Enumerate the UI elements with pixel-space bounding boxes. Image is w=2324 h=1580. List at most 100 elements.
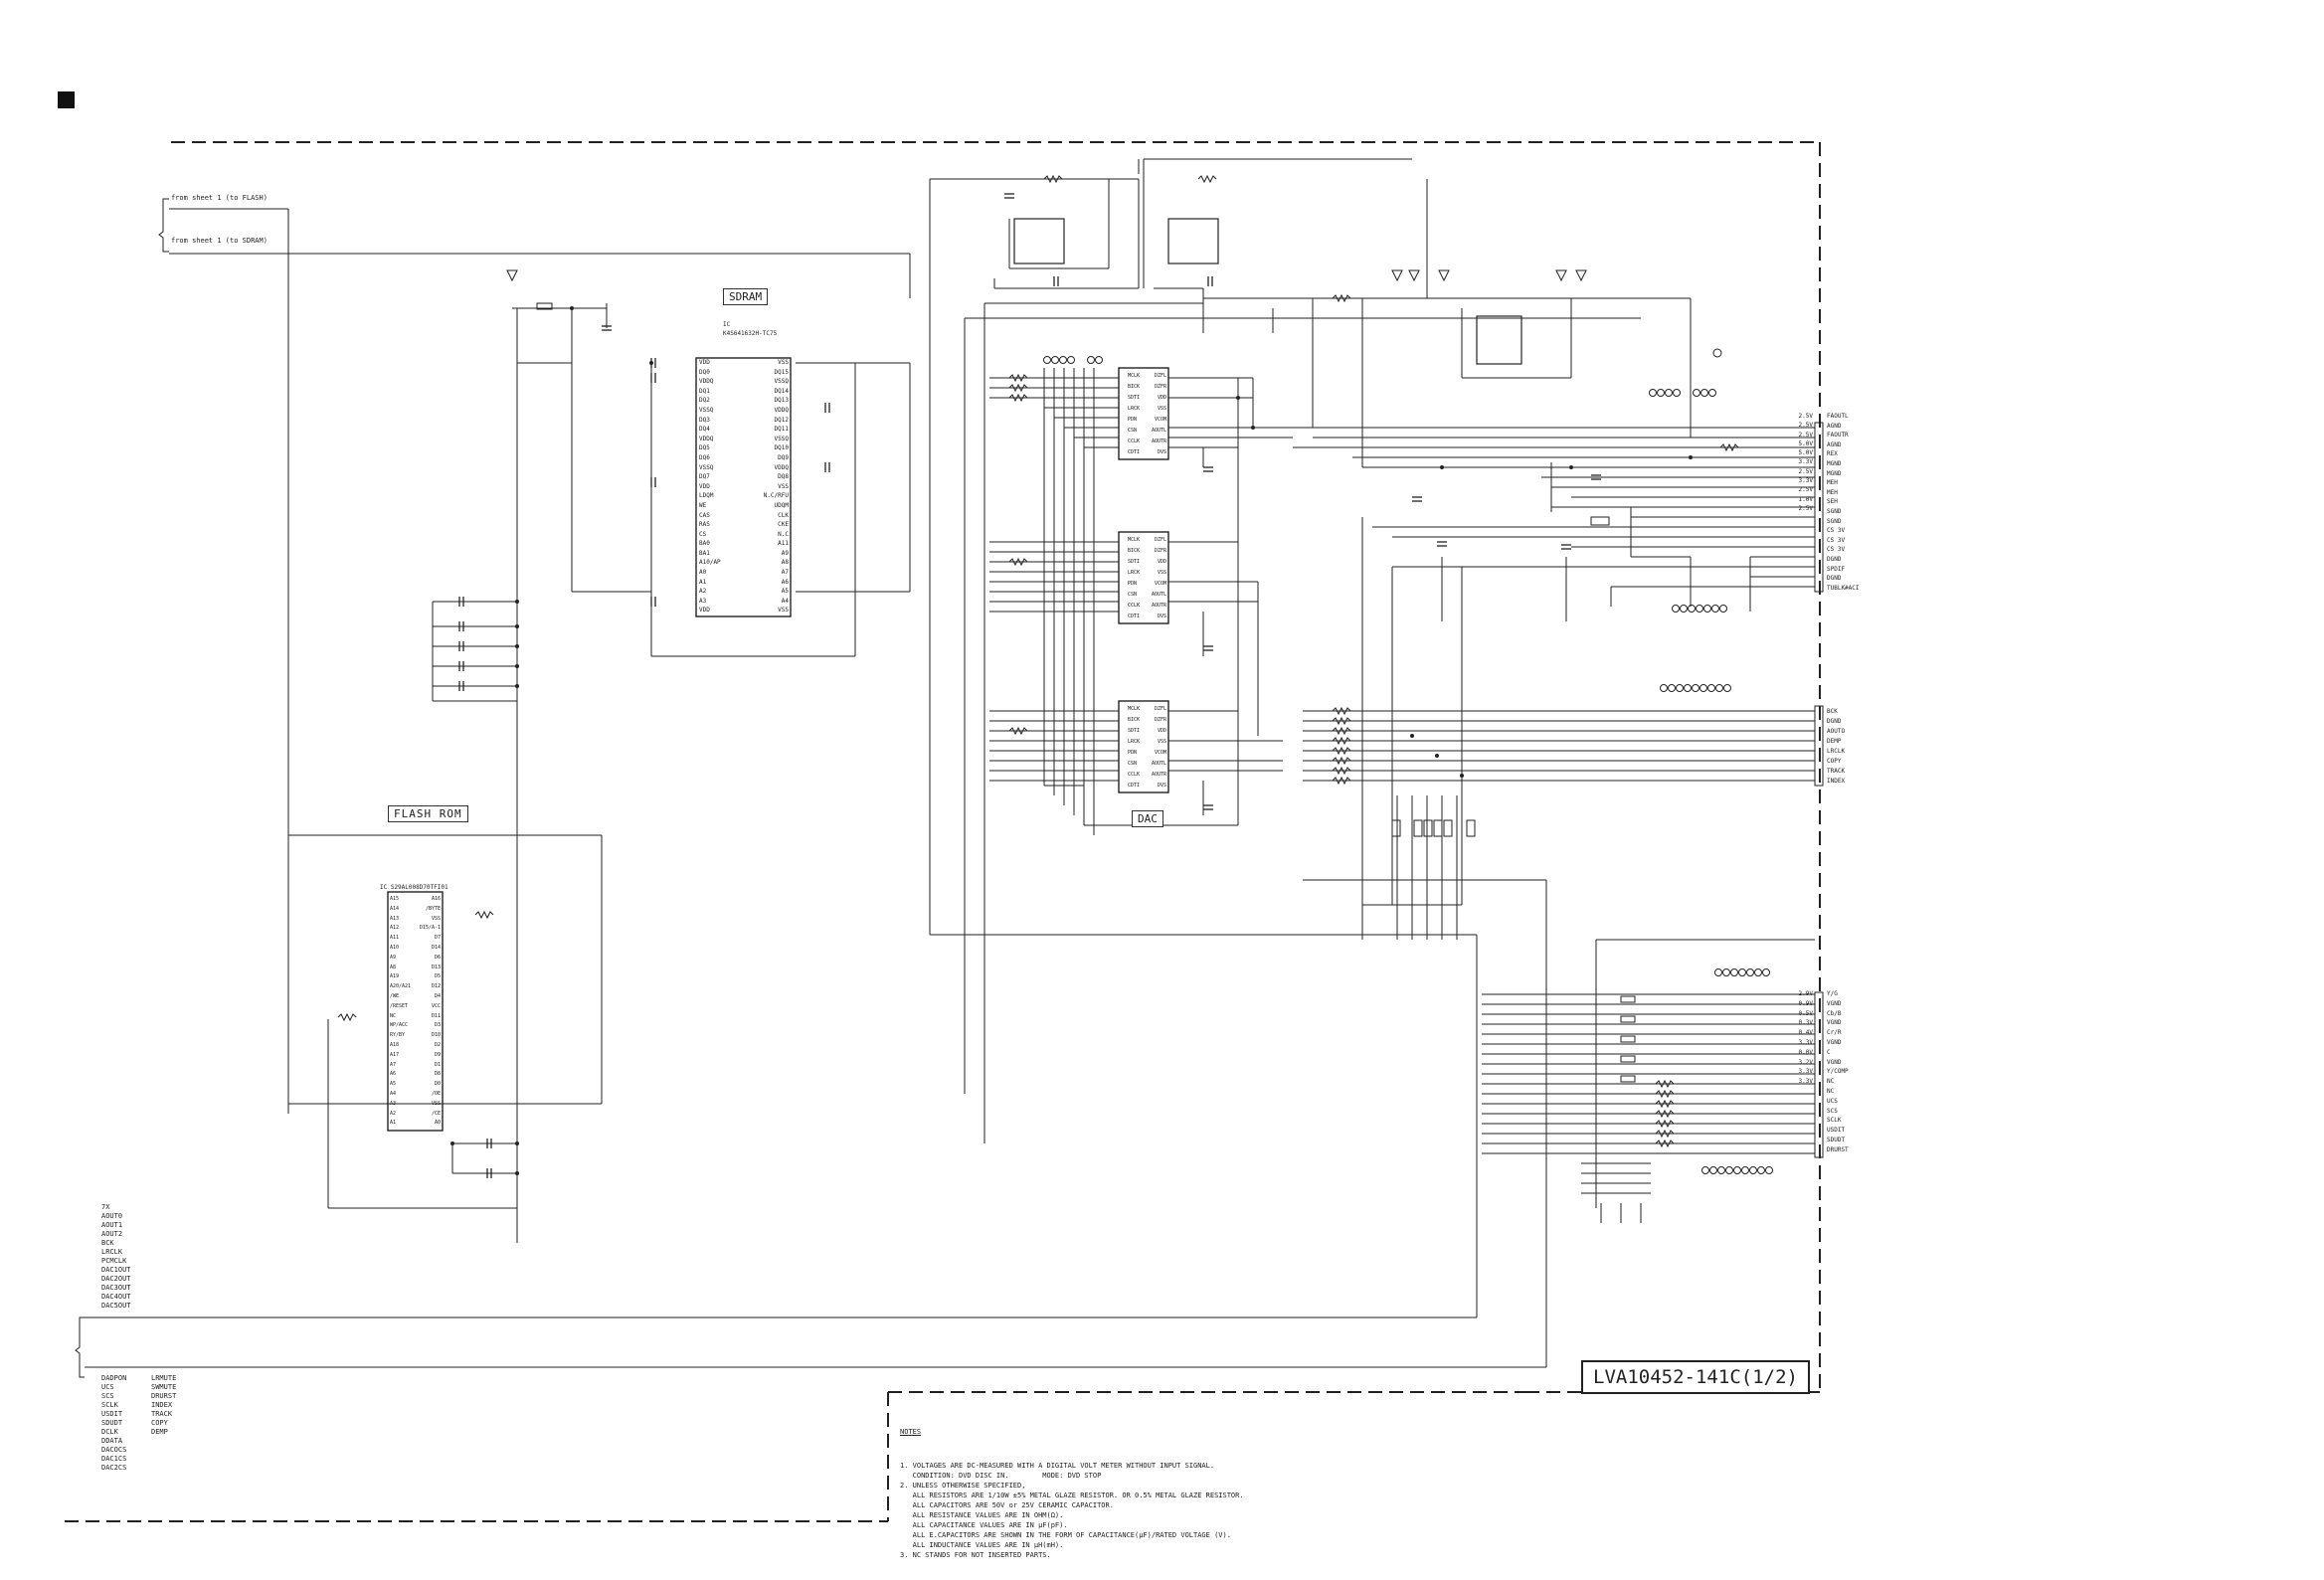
pin-label: DVS	[1157, 614, 1166, 619]
pin-label: A17	[390, 1051, 400, 1058]
pin-label: D2	[434, 1041, 441, 1048]
junction-dots	[450, 306, 1693, 1175]
legend-item: DAC1OUT	[101, 1266, 131, 1274]
note-line: ALL CAPACITANCE VALUES ARE IN μF(pF).	[900, 1521, 1068, 1529]
connector-signal: Cr/R	[1827, 1029, 1842, 1037]
pin-label: D4	[434, 992, 441, 999]
connector-signal: CS 3V	[1827, 527, 1846, 535]
pin-label: VSSQ	[699, 406, 714, 414]
connector-signal: BCK	[1827, 708, 1838, 715]
pin-label: VDD	[1157, 728, 1166, 734]
pin-label: A11	[390, 935, 400, 942]
pin-label: A5	[390, 1081, 397, 1088]
voltage-label: 2.9V	[1798, 990, 1813, 997]
sdram-title: SDRAM	[723, 288, 769, 305]
legend-item: SDUDT	[101, 1419, 123, 1427]
pin-label: VCOM	[1154, 750, 1166, 756]
legend-item: SWMUTE	[151, 1383, 177, 1391]
supply-symbols	[506, 269, 1722, 358]
pin-label: DVS	[1157, 783, 1166, 789]
legend-item: DAC2OUT	[101, 1275, 131, 1283]
pin-label: A13	[390, 915, 400, 922]
pin-label: A5	[781, 588, 789, 596]
legend-item: LRCLK	[101, 1248, 123, 1256]
voltage-label: 3.3V	[1798, 1078, 1813, 1086]
pin-label: CKE	[778, 521, 789, 529]
filter-blocks	[536, 302, 1636, 1083]
pin-label: A10	[390, 944, 400, 951]
pin-label: A0	[434, 1120, 441, 1127]
connector-signal: Cb/B	[1827, 1009, 1842, 1017]
pin-label: CS	[699, 530, 707, 538]
pin-label: VDD	[699, 359, 710, 366]
pin-label: D13	[431, 964, 441, 970]
legend-item: DADPON	[101, 1374, 127, 1382]
pin-label: D15/A-1	[419, 925, 441, 932]
connector-signal: LRCLK	[1827, 748, 1846, 755]
pin-label: VSSQ	[774, 435, 789, 442]
pin-label: DQ11	[774, 426, 789, 434]
legend-item: DDATA	[101, 1437, 123, 1445]
pin-label: A8	[781, 559, 789, 567]
voltage-label: 3.3V	[1798, 477, 1813, 485]
legend-item: SCS	[101, 1392, 114, 1400]
connector-signal: SGND	[1827, 517, 1842, 525]
pin-label: BICK	[1128, 717, 1141, 723]
pin-label: PDN	[1128, 581, 1138, 587]
pin-label: VDD	[699, 482, 710, 490]
pin-label: VSSQ	[699, 463, 714, 471]
pin-label: DQ9	[778, 453, 789, 461]
connector-signal: VGND	[1827, 999, 1842, 1007]
pin-label: A11	[778, 540, 789, 548]
pin-label: VDD	[699, 607, 710, 614]
voltage-label: 2.5V	[1798, 422, 1813, 430]
pin-label: VDDQ	[699, 378, 714, 386]
pin-label: SDTI	[1128, 559, 1141, 565]
pin-label: VSS	[431, 915, 441, 922]
pin-label: CSN	[1128, 761, 1138, 767]
pin-label: A4	[781, 597, 789, 605]
pin-label: MCLK	[1128, 706, 1141, 712]
connector-signal: SPDIF	[1827, 565, 1846, 573]
connector-signal: VGND	[1827, 1038, 1842, 1046]
connector-signal: AOUTO	[1827, 728, 1846, 735]
note-line: CONDITION: DVD DISC IN. MODE: DVD STOP	[900, 1472, 1102, 1480]
connector-signal: TUBLK#ACI	[1827, 584, 1860, 592]
pin-label: UDQM	[774, 501, 789, 509]
pin-label: /CE	[431, 1110, 441, 1117]
pin-label: SDTI	[1128, 395, 1141, 401]
pin-label: D7	[434, 935, 441, 942]
legend-item: SCLK	[101, 1401, 118, 1409]
pin-label: CDTI	[1128, 783, 1141, 789]
connector-signal: DGND	[1827, 718, 1842, 725]
connector-signal: DGND	[1827, 555, 1842, 563]
pin-label: A6	[781, 578, 789, 586]
pin-label: A9	[390, 954, 397, 961]
pin-label: N.C/RFU	[763, 492, 789, 500]
pin-label: VSSQ	[774, 378, 789, 386]
pin-label: CAS	[699, 511, 710, 519]
dac-title: DAC	[1132, 810, 1163, 827]
pin-label: A2	[699, 588, 707, 596]
pin-label: A7	[781, 569, 789, 577]
pin-label: LDQM	[699, 492, 714, 500]
pin-label: DQ15	[774, 368, 789, 376]
pin-label: VCC	[431, 1002, 441, 1009]
pin-label: DQ1	[699, 387, 710, 395]
voltage-label: 3.2V	[1798, 1058, 1813, 1066]
voltage-label: 0.9V	[1798, 999, 1813, 1007]
note-line: ALL RESISTANCE VALUES ARE IN OHM(Ω).	[900, 1511, 1064, 1519]
voltage-label: 5.0V	[1798, 439, 1813, 447]
legend-item: TRACK	[151, 1410, 173, 1418]
connector-signal: SCLK	[1827, 1117, 1842, 1125]
regulator-ics	[1013, 218, 1522, 365]
notes-lines: 1. VOLTAGES ARE DC-MEASURED WITH A DIGIT…	[900, 1461, 1244, 1560]
legend-item: DAC1CS	[101, 1455, 127, 1463]
